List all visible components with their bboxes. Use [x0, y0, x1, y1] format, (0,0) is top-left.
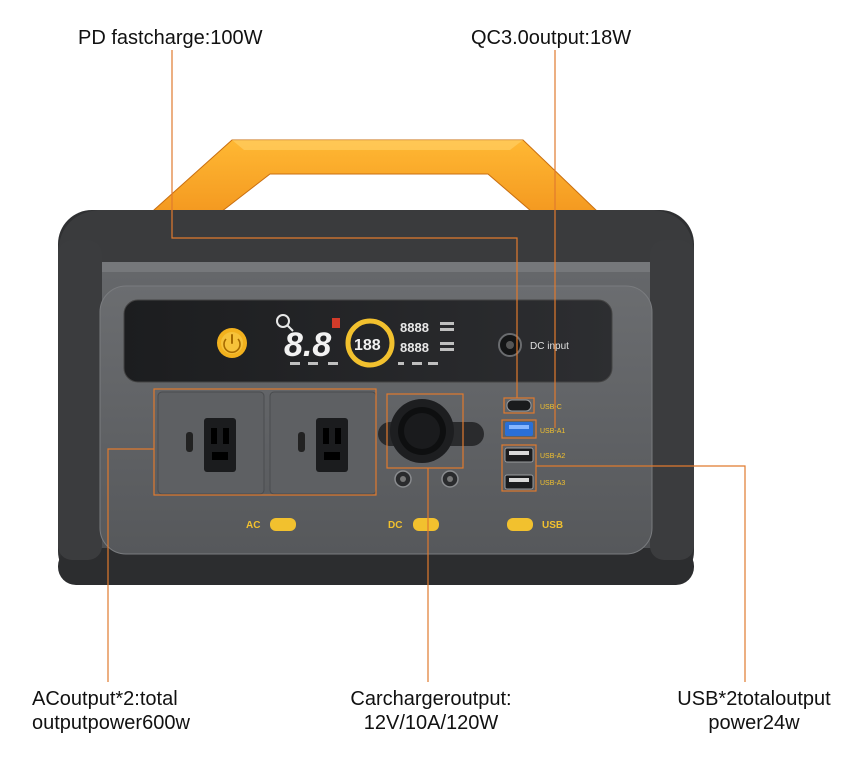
usb-c-label: USB-C: [540, 404, 562, 411]
callout-ac-output: ACoutput*2:total outputpower600w: [32, 687, 190, 735]
ac-socket-left[interactable]: [157, 391, 265, 495]
usb-a3-label: USB-A3: [540, 480, 565, 487]
dc-toggle-button[interactable]: [413, 518, 439, 531]
pd-callout-line: [171, 50, 518, 398]
dc-input-label: DC input: [530, 341, 569, 352]
callout-car-line1: Carchargeroutput:: [350, 688, 512, 710]
callout-usb-line2: power24w: [708, 712, 800, 734]
callout-pd-fastcharge: PD fastcharge:100W: [78, 27, 263, 49]
lcd-main-digits: 8.8: [284, 326, 331, 364]
car-highlight-box: [386, 393, 464, 469]
callout-ac-line2: outputpower600w: [32, 712, 190, 734]
callout-usb-line1: USB*2totaloutput: [677, 688, 831, 710]
usb-toggle-button[interactable]: [507, 518, 533, 531]
car-charger-port[interactable]: [378, 399, 484, 463]
usb-a1-port[interactable]: [505, 422, 533, 436]
ac-highlight-box: [153, 388, 377, 496]
dc-button-label: DC: [388, 520, 402, 531]
display-panel: [123, 299, 613, 383]
callout-lines: [107, 50, 746, 682]
dc-5521-ports[interactable]: [394, 470, 459, 488]
callout-ac-line1: ACoutput*2:total: [32, 688, 178, 710]
usb-a3-port[interactable]: [504, 474, 534, 490]
callout-car-charger: Carchargeroutput: 12V/10A/120W: [336, 687, 526, 735]
lcd-ring-digits: 188: [354, 337, 381, 354]
usb-a1-highlight-box: [501, 419, 537, 439]
usb-button-label: USB: [542, 520, 563, 531]
usb-c-highlight-box: [503, 397, 535, 414]
lcd-screen: 8.8 188 8888 8888: [276, 314, 454, 368]
callout-usb-output: USB*2totaloutput power24w: [664, 687, 844, 735]
usb-callout-line: [536, 465, 746, 682]
usb-a23-highlight-box: [501, 444, 537, 492]
ac-toggle-button[interactable]: [270, 518, 296, 531]
lcd-segment-a: 8888: [400, 320, 429, 335]
usb-c-port[interactable]: [506, 399, 532, 412]
ac-button-label: AC: [246, 520, 260, 531]
callout-qc-output: QC3.0output:18W: [471, 27, 632, 49]
usb-a1-label: USB-A1: [540, 428, 565, 435]
ac-socket-right[interactable]: [269, 391, 377, 495]
power-button[interactable]: [217, 328, 247, 358]
ac-callout-line: [107, 448, 154, 682]
callout-car-line2: 12V/10A/120W: [363, 712, 499, 734]
lcd-segment-b: 8888: [400, 340, 429, 355]
usb-a2-port[interactable]: [504, 447, 534, 463]
usb-a2-label: USB-A2: [540, 453, 565, 460]
dc-input-port[interactable]: [498, 333, 522, 357]
